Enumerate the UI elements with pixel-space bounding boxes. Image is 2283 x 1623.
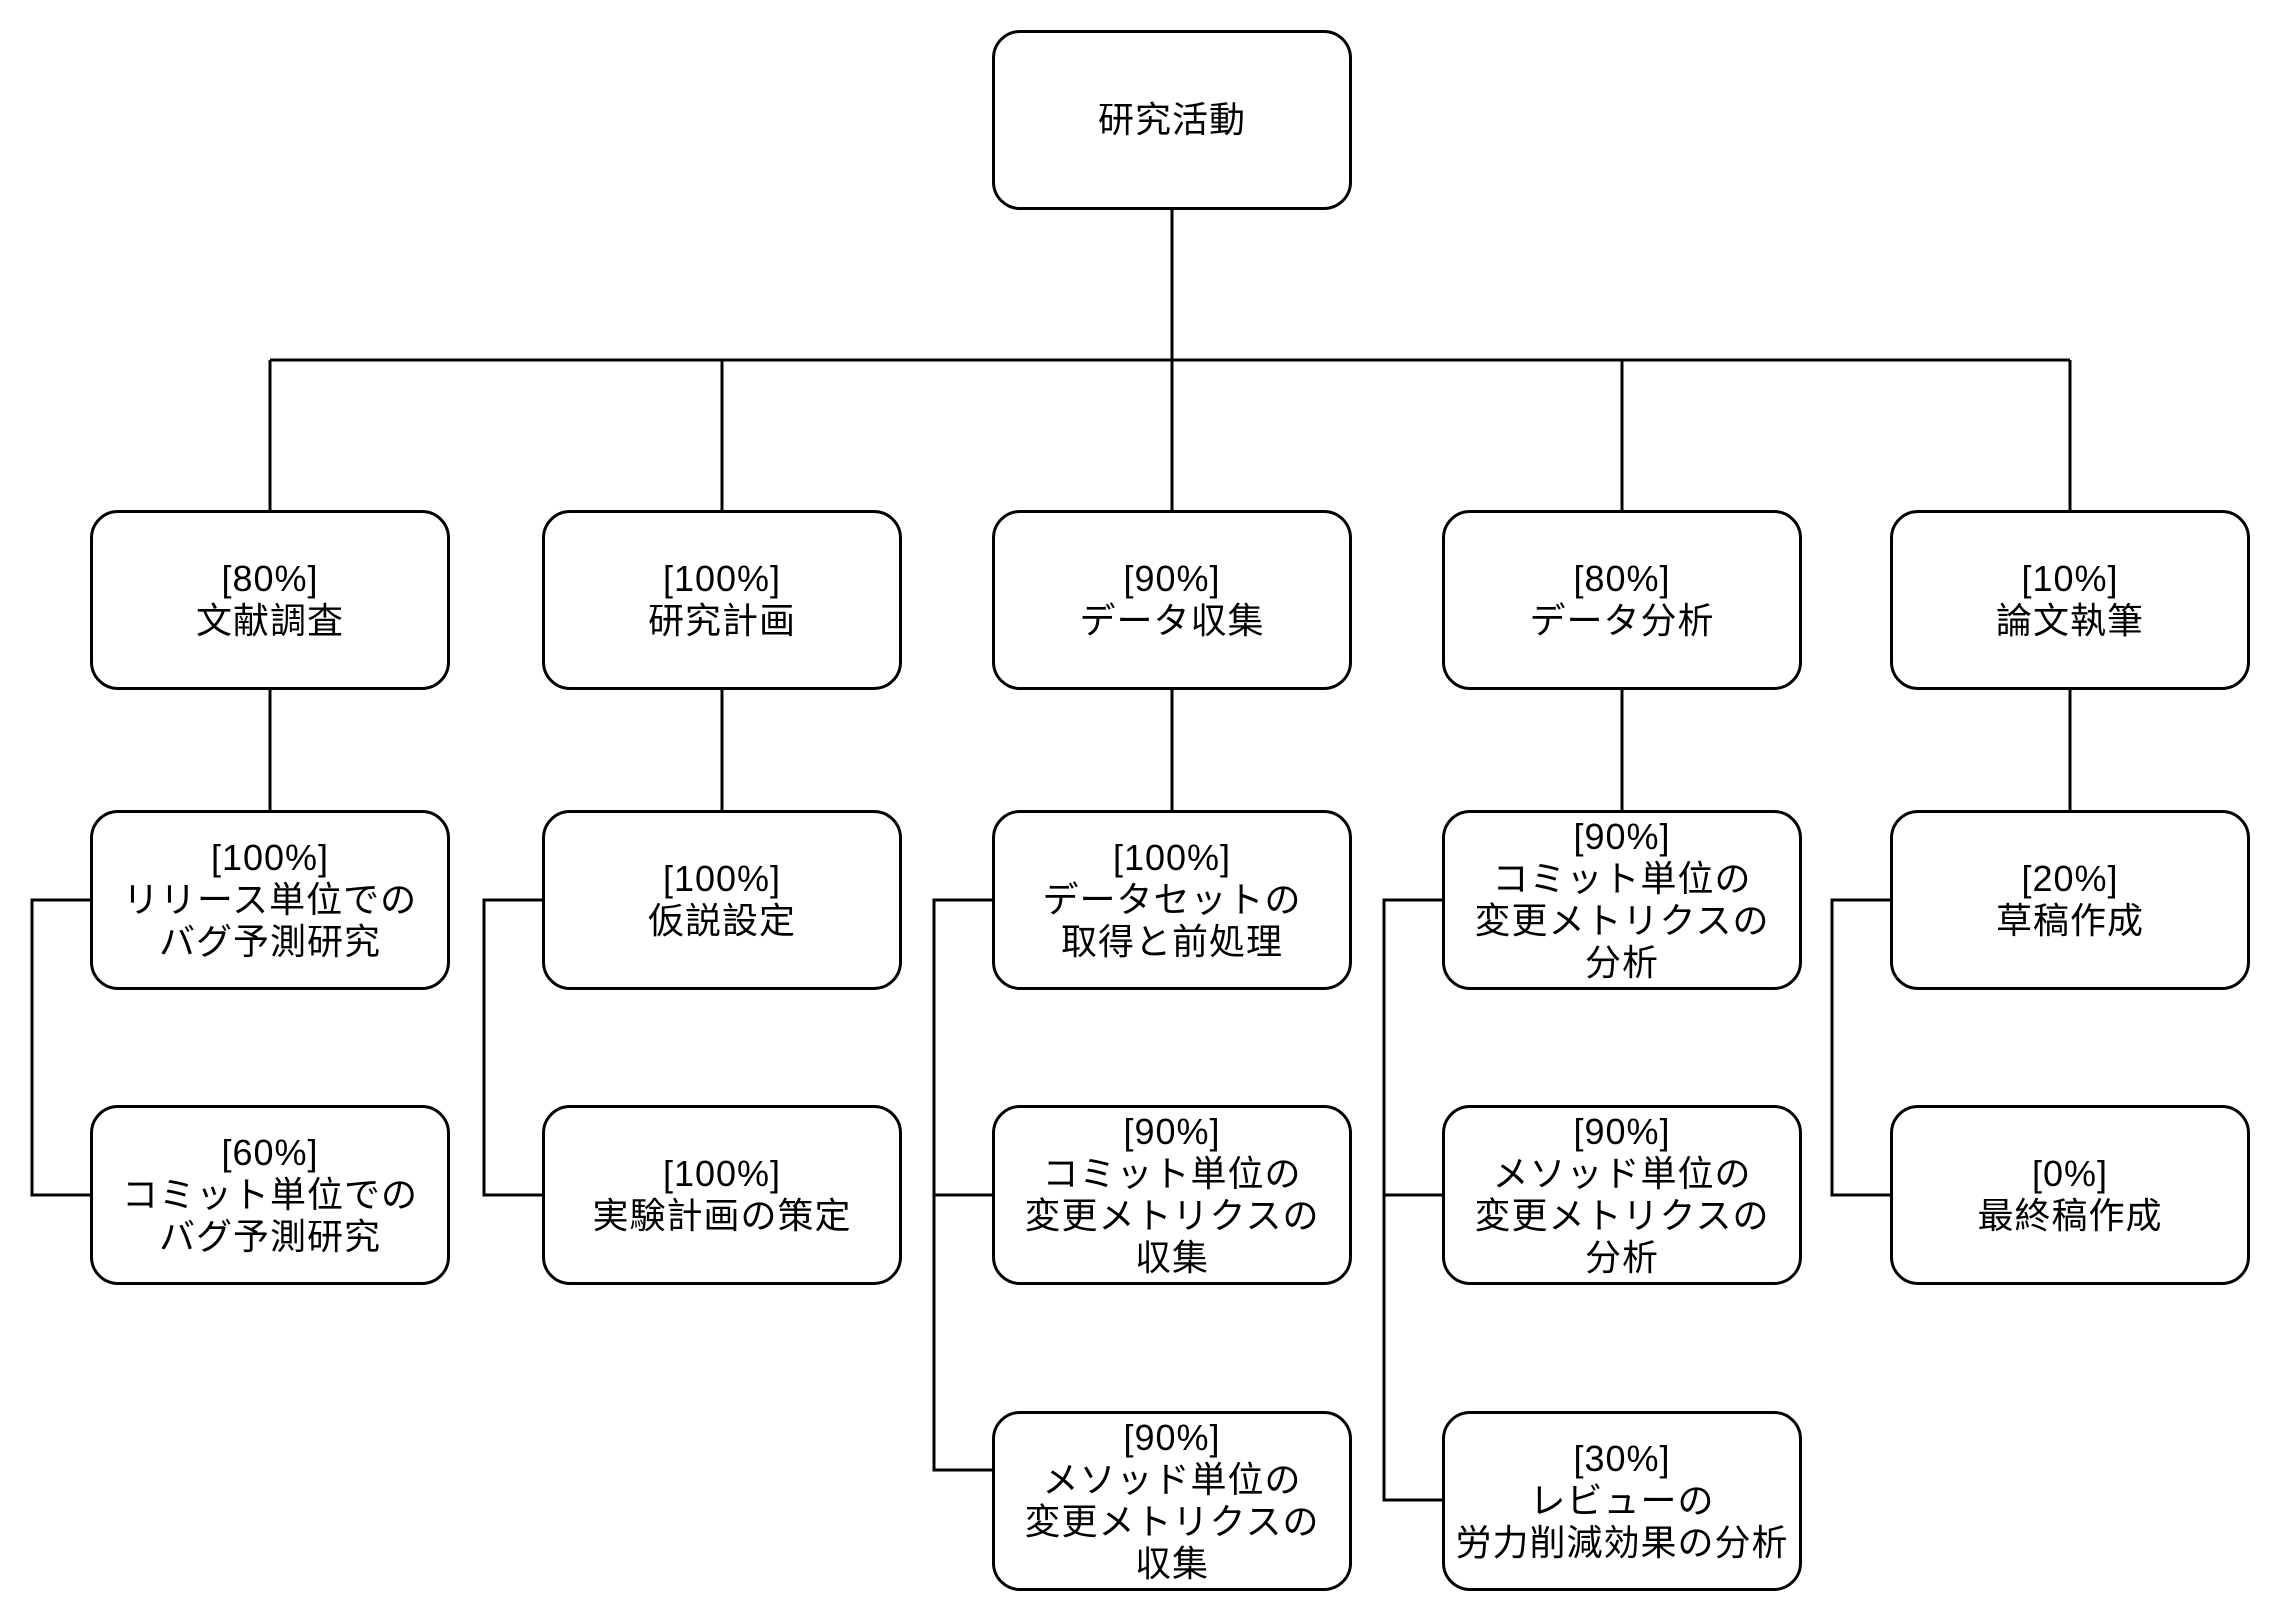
progress-percent: [100%] xyxy=(662,858,782,899)
task-label: レビューの 労力削減効果の分析 xyxy=(1455,1480,1789,1563)
node-method-change-metrics-analysis: [90%] メソッド単位の 変更メトリクスの 分析 xyxy=(1442,1105,1802,1285)
progress-percent: [100%] xyxy=(210,837,330,878)
progress-percent: [80%] xyxy=(1573,558,1671,599)
task-label: データ分析 xyxy=(1529,600,1715,641)
node-commit-change-metrics-collection: [90%] コミット単位の 変更メトリクスの 収集 xyxy=(992,1105,1352,1285)
node-research-plan: [100%] 研究計画 xyxy=(542,510,902,690)
progress-percent: [20%] xyxy=(2021,858,2119,899)
progress-percent: [10%] xyxy=(2021,558,2119,599)
progress-percent: [100%] xyxy=(1112,837,1232,878)
progress-percent: [80%] xyxy=(221,558,319,599)
node-experiment-plan-formulation: [100%] 実験計画の策定 xyxy=(542,1105,902,1285)
task-label: コミット単位での バグ予測研究 xyxy=(121,1174,418,1257)
task-label: 仮説設定 xyxy=(647,900,796,941)
task-label: 文献調査 xyxy=(195,600,344,641)
node-final-draft-writing: [0%] 最終稿作成 xyxy=(1890,1105,2250,1285)
node-data-analysis: [80%] データ分析 xyxy=(1442,510,1802,690)
task-label: 実験計画の策定 xyxy=(592,1195,852,1236)
node-literature-survey: [80%] 文献調査 xyxy=(90,510,450,690)
branch-drop-connector xyxy=(268,690,2072,810)
node-hypothesis-setting: [100%] 仮説設定 xyxy=(542,810,902,990)
node-commit-change-metrics-analysis: [90%] コミット単位の 変更メトリクスの 分析 xyxy=(1442,810,1802,990)
progress-percent: [90%] xyxy=(1573,816,1671,857)
task-label: データセットの 取得と前処理 xyxy=(1042,879,1302,962)
node-paper-writing: [10%] 論文執筆 xyxy=(1890,510,2250,690)
task-label: データ収集 xyxy=(1079,600,1265,641)
task-label: 最終稿作成 xyxy=(1977,1195,2163,1236)
node-commit-level-bug-prediction: [60%] コミット単位での バグ予測研究 xyxy=(90,1105,450,1285)
progress-percent: [100%] xyxy=(662,1153,782,1194)
progress-percent: [90%] xyxy=(1123,558,1221,599)
progress-percent: [60%] xyxy=(221,1132,319,1173)
task-label: コミット単位の 変更メトリクスの 収集 xyxy=(1024,1153,1320,1278)
task-label: コミット単位の 変更メトリクスの 分析 xyxy=(1474,858,1770,983)
task-label: メソッド単位の 変更メトリクスの 収集 xyxy=(1024,1459,1320,1584)
task-label: 研究計画 xyxy=(647,600,796,641)
task-label: メソッド単位の 変更メトリクスの 分析 xyxy=(1474,1153,1770,1278)
progress-percent: [90%] xyxy=(1573,1111,1671,1152)
node-dataset-acquisition-preprocessing: [100%] データセットの 取得と前処理 xyxy=(992,810,1352,990)
progress-percent: [100%] xyxy=(662,558,782,599)
task-label: 研究活動 xyxy=(1097,99,1246,140)
node-data-collection: [90%] データ収集 xyxy=(992,510,1352,690)
progress-percent: [90%] xyxy=(1123,1111,1221,1152)
node-review-effort-reduction-analysis: [30%] レビューの 労力削減効果の分析 xyxy=(1442,1411,1802,1591)
sibling-bracket-connector xyxy=(30,898,1890,1502)
progress-percent: [0%] xyxy=(2031,1153,2109,1194)
progress-percent: [30%] xyxy=(1573,1438,1671,1479)
node-root-research-activity: 研究活動 xyxy=(992,30,1352,210)
node-release-level-bug-prediction: [100%] リリース単位での バグ予測研究 xyxy=(90,810,450,990)
task-label: リリース単位での バグ予測研究 xyxy=(122,879,418,962)
node-draft-writing: [20%] 草稿作成 xyxy=(1890,810,2250,990)
node-method-change-metrics-collection: [90%] メソッド単位の 変更メトリクスの 収集 xyxy=(992,1411,1352,1591)
progress-percent: [90%] xyxy=(1123,1417,1221,1458)
task-label: 論文執筆 xyxy=(1995,600,2144,641)
task-label: 草稿作成 xyxy=(1995,900,2144,941)
tree-bus-connector xyxy=(268,210,2072,510)
